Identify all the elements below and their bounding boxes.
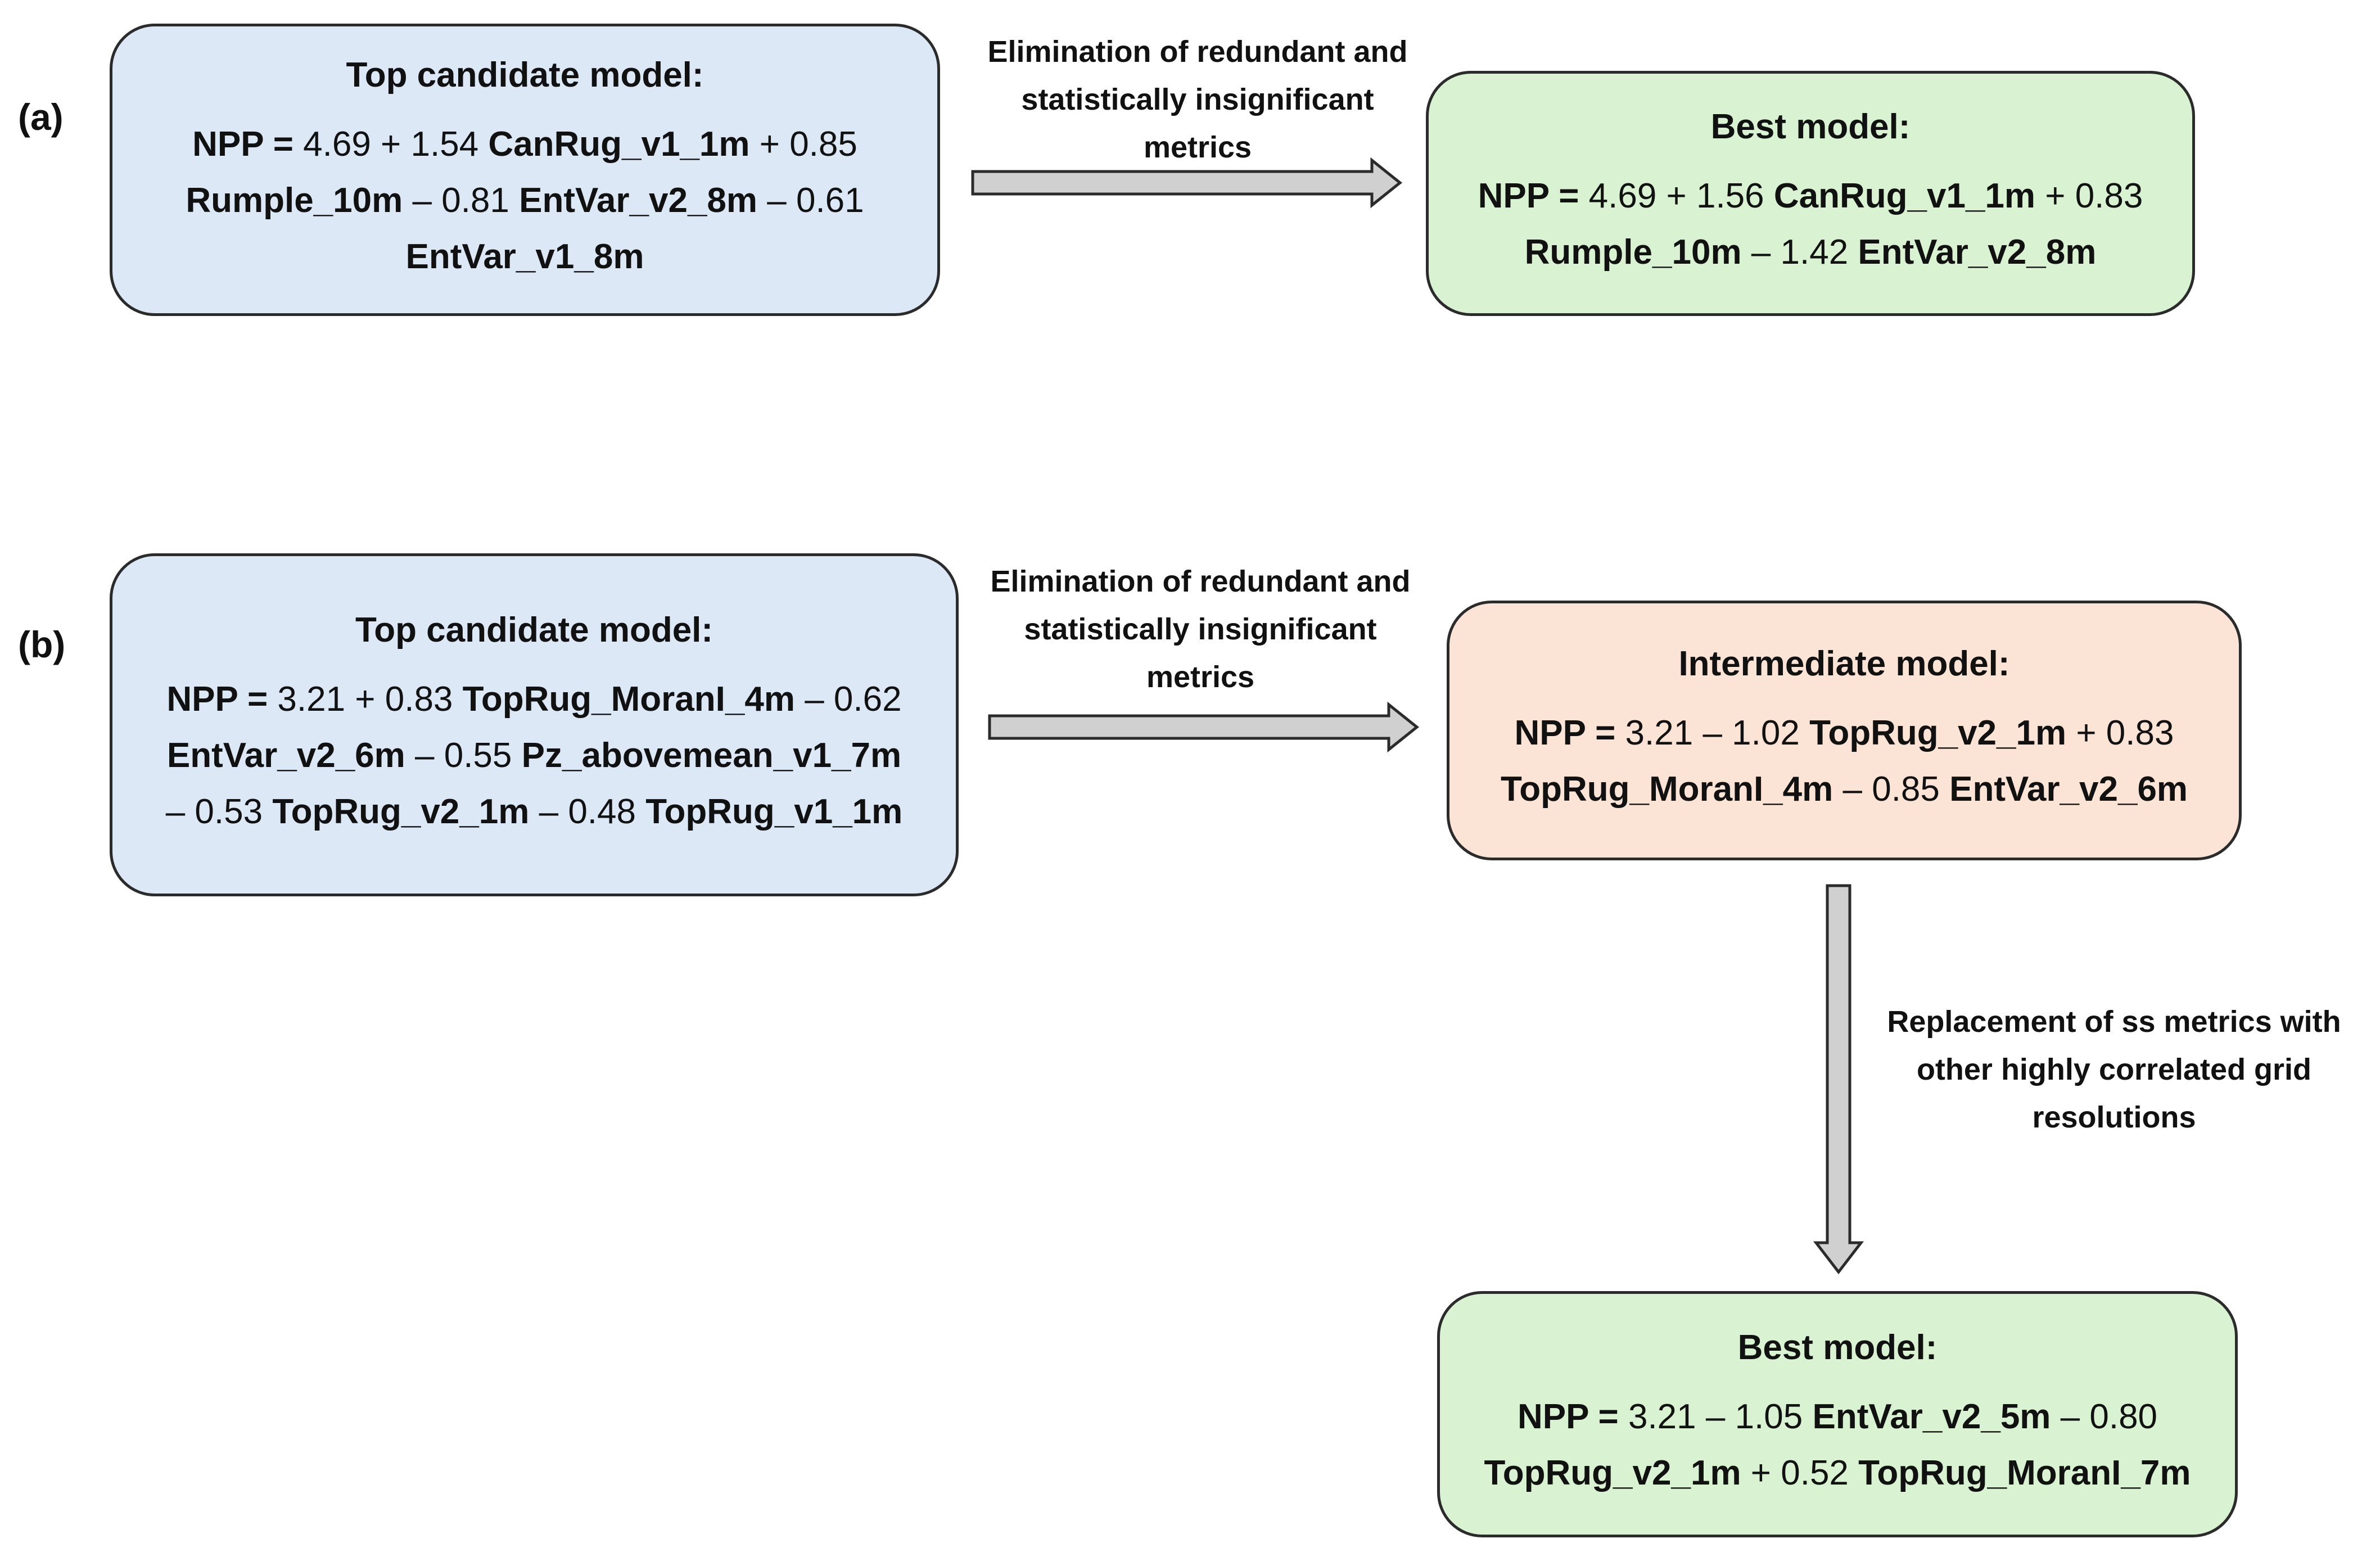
panel-b-step-caption: Elimination of redundant and statistical… (990, 565, 1411, 694)
panel-b-intermediate-box: Intermediate model: NPP = 3.21 – 1.02 To… (1447, 601, 2242, 860)
panel-a-step-caption: Elimination of redundant and statistical… (987, 35, 1408, 164)
panel-b-best-box: Best model: NPP = 3.21 – 1.05 EntVar_v2_… (1437, 1291, 2238, 1537)
equation-line: NPP = 4.69 + 1.54 CanRug_v1_1m + 0.85 (192, 124, 857, 164)
box-title: Intermediate model: (1678, 644, 2010, 683)
equation-line: NPP = 3.21 + 0.83 TopRug_MoranI_4m – 0.6… (166, 679, 902, 719)
equation-line: Rumple_10m – 1.42 EntVar_v2_8m (1524, 232, 2097, 272)
panel-b-label: (b) (18, 624, 66, 665)
panel-a-candidate-box: Top candidate model: NPP = 4.69 + 1.54 C… (110, 24, 940, 316)
panel-a-best-box: Best model: NPP = 4.69 + 1.56 CanRug_v1_… (1426, 71, 2195, 316)
panel-b-replace-caption: Replacement of ss metrics with other hig… (1887, 1005, 2341, 1134)
panel-b-right-arrow (988, 701, 1420, 753)
equation-line: NPP = 4.69 + 1.56 CanRug_v1_1m + 0.83 (1478, 176, 2143, 215)
equation-line: Rumple_10m – 0.81 EntVar_v2_8m – 0.61 (186, 181, 864, 220)
box-title: Top candidate model: (346, 55, 704, 94)
equation-line: NPP = 3.21 – 1.02 TopRug_v2_1m + 0.83 (1514, 713, 2174, 752)
panel-a-right-arrow (971, 157, 1403, 209)
equation-line: – 0.53 TopRug_v2_1m – 0.48 TopRug_v1_1m (165, 792, 903, 831)
box-title: Best model: (1710, 107, 1911, 146)
box-title: Best model: (1737, 1328, 1938, 1367)
equation-line: EntVar_v1_8m (405, 237, 644, 276)
equation-line: NPP = 3.21 – 1.05 EntVar_v2_5m – 0.80 (1517, 1397, 2158, 1436)
equation-line: EntVar_v2_6m – 0.55 Pz_abovemean_v1_7m (166, 736, 902, 775)
panel-a-label: (a) (18, 96, 64, 138)
panel-b-down-arrow (1813, 884, 1864, 1275)
equation-line: TopRug_v2_1m + 0.52 TopRug_MoranI_7m (1484, 1453, 2191, 1492)
box-title: Top candidate model: (355, 610, 713, 649)
panel-b-candidate-box: Top candidate model: NPP = 3.21 + 0.83 T… (110, 553, 959, 896)
equation-line: TopRug_MoranI_4m – 0.85 EntVar_v2_6m (1500, 769, 2188, 809)
